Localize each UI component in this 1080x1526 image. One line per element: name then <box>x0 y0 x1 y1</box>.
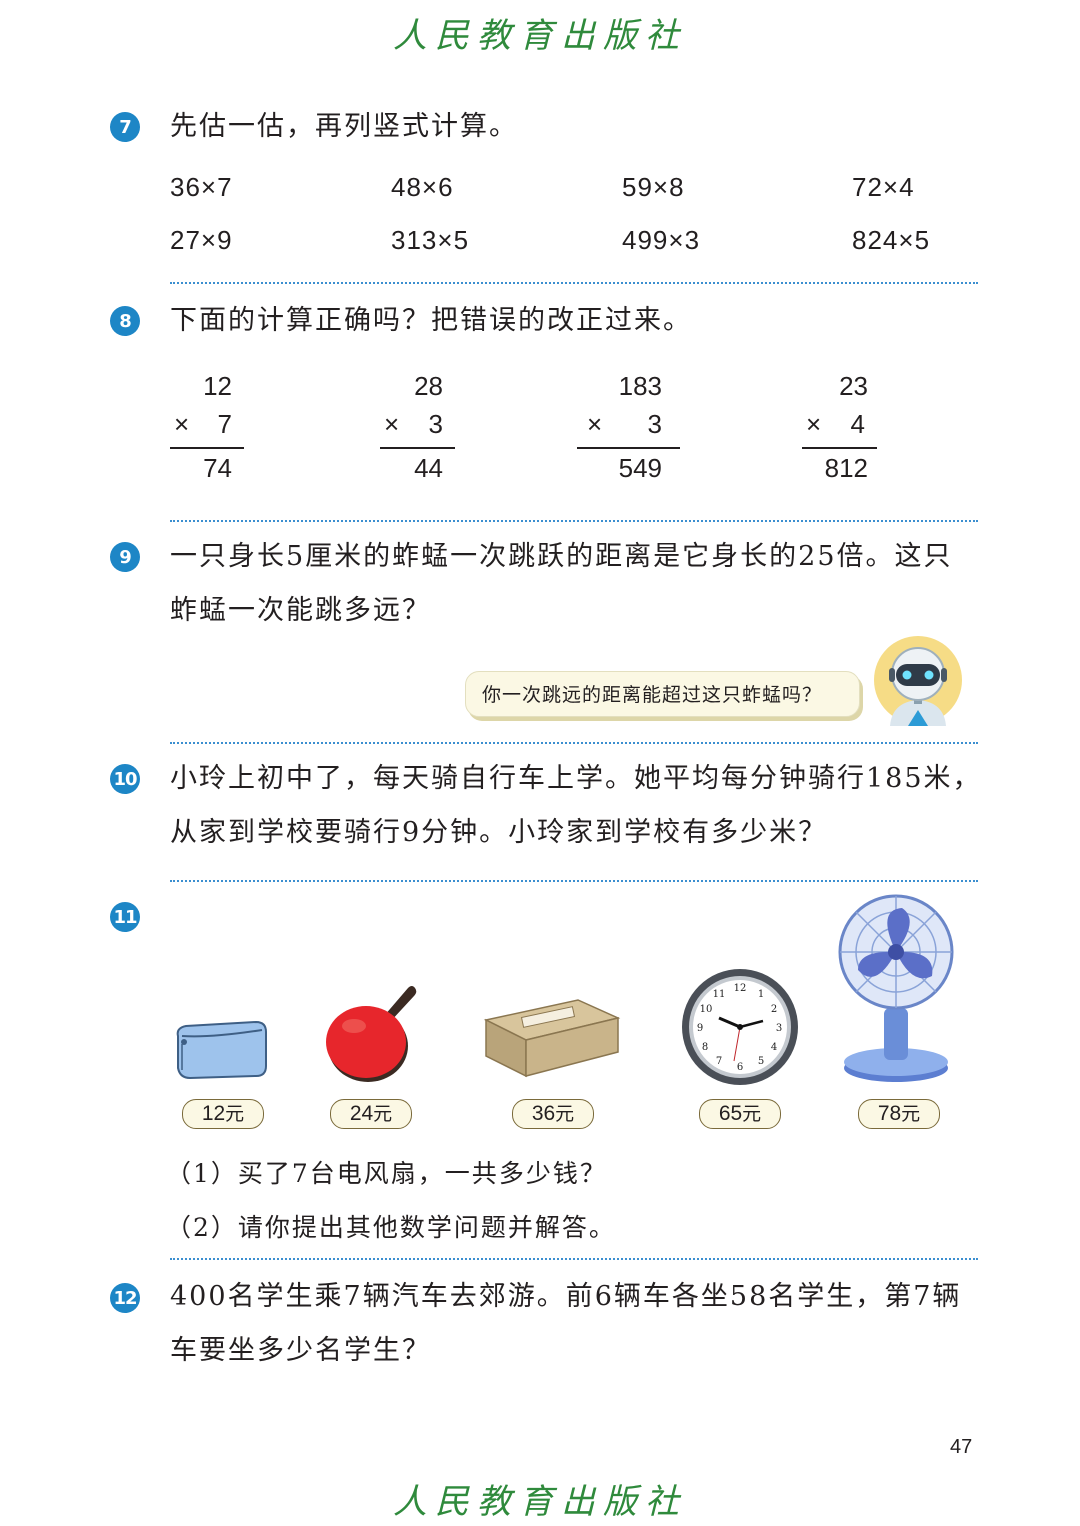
publisher-footer: 人民教育出版社 <box>393 1482 687 1522</box>
price-amount: 65 <box>718 1102 743 1125</box>
times-sign: × <box>587 409 603 439</box>
result-line <box>170 447 244 449</box>
price-unit: 元 <box>373 1103 393 1125</box>
question-9-line-2: 蚱蜢一次能跳多远？ <box>170 595 431 626</box>
multiplier: 7 <box>217 409 232 439</box>
question-9-line-1: 一只身长5厘米的蚱蜢一次跳跃的距离是它身长的25倍。这只 <box>170 541 953 572</box>
multiplicand: 12 <box>203 371 232 401</box>
question-7-text: 先估一估，再列竖式计算。 <box>170 111 518 142</box>
dotted-separator <box>170 520 978 522</box>
question-number-8: 8 <box>110 306 140 336</box>
expression: 48×6 <box>391 172 454 202</box>
price-tag: 24元 <box>330 1099 412 1129</box>
result-line <box>380 447 455 449</box>
vertical-multiplication: 28 × 3 44 <box>380 367 455 487</box>
svg-text:12: 12 <box>734 983 747 994</box>
dotted-separator <box>170 1258 978 1260</box>
price-unit: 元 <box>901 1103 921 1125</box>
product: 549 <box>618 453 662 483</box>
pencil-case-icon <box>176 1020 267 1080</box>
publisher-header: 人民教育出版社 <box>393 16 687 56</box>
price-unit: 元 <box>555 1103 575 1125</box>
expression: 499×3 <box>622 225 701 255</box>
vertical-multiplication: 12 × 7 74 <box>170 367 244 487</box>
multiplicand: 183 <box>618 371 662 401</box>
vertical-multiplication: 23 × 4 812 <box>802 367 877 487</box>
price-tag: 12元 <box>182 1099 264 1129</box>
price-unit: 元 <box>225 1103 245 1125</box>
expression: 27×9 <box>170 225 233 255</box>
question-number-12: 12 <box>110 1283 140 1313</box>
result-line <box>577 447 680 449</box>
price-tag: 65元 <box>699 1099 781 1129</box>
svg-text:2: 2 <box>771 1004 777 1015</box>
question-8-text: 下面的计算正确吗？把错误的改正过来。 <box>170 305 692 336</box>
svg-text:8: 8 <box>702 1042 708 1053</box>
price-amount: 24 <box>349 1102 374 1125</box>
question-number-11: 11 <box>110 902 140 932</box>
expression: 313×5 <box>391 225 470 255</box>
svg-text:9: 9 <box>697 1023 703 1034</box>
question-number-10: 10 <box>110 764 140 794</box>
expression: 824×5 <box>852 225 931 255</box>
speech-bubble: 你一次跳远的距离能超过这只蚱蜢吗？ <box>465 671 860 717</box>
expression: 72×4 <box>852 172 915 202</box>
product: 74 <box>203 453 232 483</box>
price-amount: 78 <box>877 1102 902 1125</box>
price-tag: 36元 <box>512 1099 594 1129</box>
product: 44 <box>414 453 443 483</box>
question-10-line-1: 小玲上初中了，每天骑自行车上学。她平均每分钟骑行185米， <box>170 763 982 794</box>
price-amount: 12 <box>201 1102 226 1125</box>
svg-text:4: 4 <box>771 1042 777 1053</box>
gift-box-icon <box>483 999 621 1078</box>
product: 812 <box>824 453 868 483</box>
robot-avatar-icon <box>874 636 962 726</box>
multiplier: 3 <box>647 409 662 439</box>
svg-text:6: 6 <box>737 1062 743 1073</box>
svg-text:7: 7 <box>716 1056 722 1067</box>
page-number: 47 <box>950 1436 973 1458</box>
expression: 36×7 <box>170 172 233 202</box>
multiplicand: 23 <box>839 371 868 401</box>
times-sign: × <box>806 409 822 439</box>
svg-text:1: 1 <box>758 989 764 1000</box>
question-12-line-1: 400名学生乘7辆汽车去郊游。前6辆车各坐58名学生，第7辆 <box>170 1281 962 1312</box>
electric-fan-icon <box>838 894 954 1082</box>
question-12-line-2: 车要坐多少名学生？ <box>170 1335 431 1366</box>
question-10-line-2: 从家到学校要骑行9分钟。小玲家到学校有多少米？ <box>170 817 828 848</box>
svg-text:10: 10 <box>700 1004 713 1015</box>
dotted-separator <box>170 282 978 284</box>
svg-text:5: 5 <box>758 1056 764 1067</box>
multiplicand: 28 <box>414 371 443 401</box>
sub-question-1: （1）买了7台电风扇，一共多少钱？ <box>166 1159 607 1188</box>
dotted-separator <box>170 880 978 882</box>
sub-question-2: （2）请你提出其他数学问题并解答。 <box>166 1213 616 1242</box>
svg-text:3: 3 <box>776 1023 782 1034</box>
price-unit: 元 <box>742 1103 762 1125</box>
svg-text:11: 11 <box>713 989 726 1000</box>
expression: 59×8 <box>622 172 685 202</box>
result-line <box>802 447 877 449</box>
times-sign: × <box>384 409 400 439</box>
vertical-multiplication: 183 × 3 549 <box>577 367 680 487</box>
multiplier: 3 <box>428 409 443 439</box>
times-sign: × <box>174 409 190 439</box>
question-number-7: 7 <box>110 112 140 142</box>
price-tag: 78元 <box>858 1099 940 1129</box>
multiplier: 4 <box>850 409 865 439</box>
question-number-9: 9 <box>110 542 140 572</box>
price-amount: 36 <box>531 1102 556 1125</box>
dotted-separator <box>170 742 978 744</box>
ping-pong-paddle-icon <box>326 986 417 1082</box>
